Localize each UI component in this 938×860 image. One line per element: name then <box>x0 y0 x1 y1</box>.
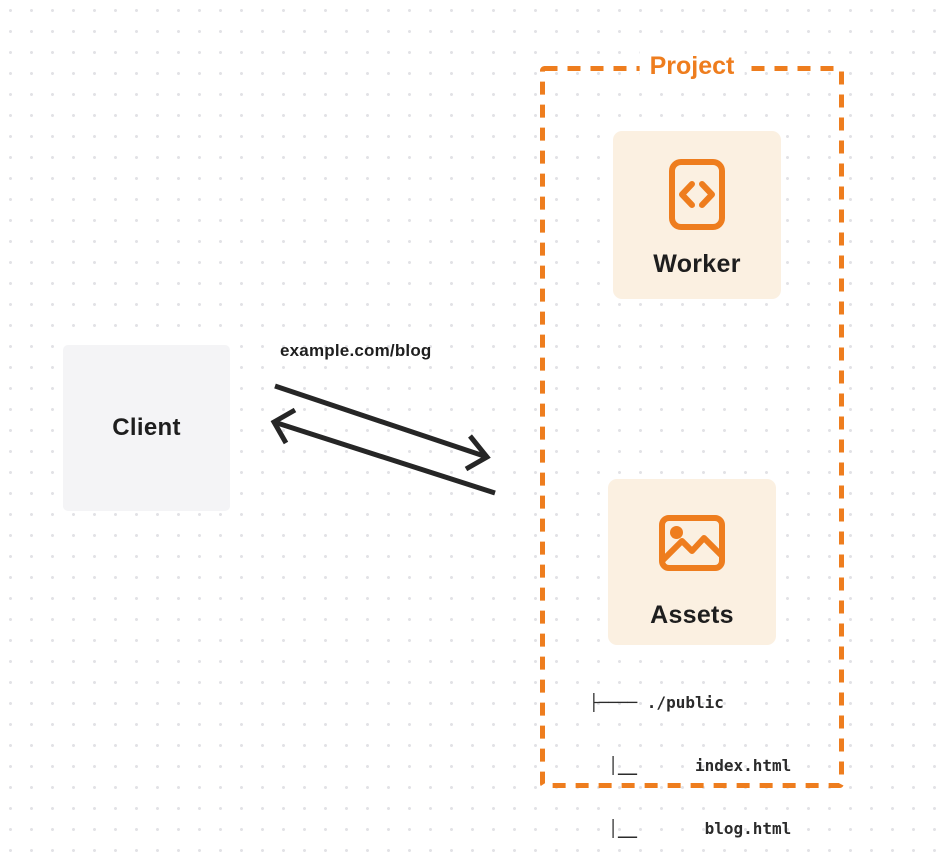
project-label: Project <box>639 50 745 82</box>
request-url-label: example.com/blog <box>280 341 432 360</box>
code-document-icon <box>669 159 725 230</box>
file-tree-line-blog: │__ blog.html <box>589 819 792 838</box>
assets-file-tree: ├──── ./public │__ index.html │__ blog.h… <box>589 650 791 860</box>
file-tree-line-index: │__ index.html <box>589 756 792 775</box>
image-icon <box>659 515 725 571</box>
request-arrowhead-icon <box>464 434 491 472</box>
worker-label: Worker <box>653 250 741 278</box>
response-arrow-line <box>273 419 496 496</box>
request-arrow-line <box>274 383 488 460</box>
client-box: Client <box>63 345 230 511</box>
assets-label: Assets <box>650 601 734 629</box>
response-arrowhead-icon <box>270 407 297 445</box>
file-tree-line-public: ├──── ./public <box>589 693 724 712</box>
client-label: Client <box>112 414 181 441</box>
worker-card: Worker <box>613 131 781 299</box>
project-boundary: Project Worker Assets ├──── <box>540 50 844 838</box>
assets-card: Assets <box>608 479 776 645</box>
